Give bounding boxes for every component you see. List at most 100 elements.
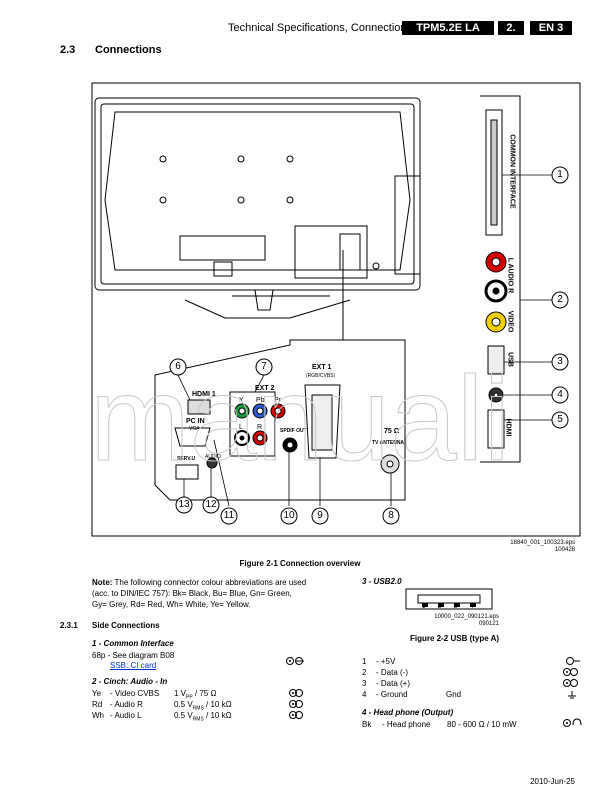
cinch-value: 1 V (174, 689, 187, 698)
subsection-number: 2.3.1 (60, 621, 78, 630)
cinch-unit: / 10 kΩ (203, 700, 232, 709)
label-y: Y (239, 397, 244, 404)
lang-badge: EN 3 (530, 21, 572, 35)
usb-caption: Figure 2-2 USB (type A) (410, 634, 500, 643)
label-hdmi1: HDMI 1 (192, 391, 216, 398)
cinch-value: 0.5 V (174, 700, 193, 709)
usb-row-pin: 2 (362, 668, 367, 677)
usb-signal-icons (563, 657, 580, 699)
label-serv: SERV.U (177, 456, 196, 462)
callout-8: 8 (388, 510, 394, 521)
label-audio-in: AUDIO (205, 454, 221, 460)
callout-6: 6 (175, 361, 181, 372)
usb-heading: 3 - USB2.0 (362, 577, 402, 586)
note-label: Note: (92, 578, 113, 587)
cinch-sub: RMS (192, 705, 204, 712)
usb-row: 2- Data (-) (362, 667, 562, 678)
label-spdif: SPDIF OUT (280, 428, 307, 434)
tv-rear-view (94, 97, 421, 319)
figure1-eps: 18840_001_100323.eps (510, 540, 575, 546)
callout-5: 5 (557, 414, 563, 425)
chapter-badge: 2. (498, 21, 524, 35)
label-ext1-sub: (RGB/CVBS) (306, 373, 336, 379)
callout-7: 7 (261, 361, 267, 372)
callout-12: 12 (205, 499, 217, 510)
bidirectional-icon (286, 657, 304, 665)
callout-10: 10 (283, 510, 295, 521)
leader-lines (177, 174, 552, 507)
callout-3: 3 (557, 356, 563, 367)
subsection-title: Side Connections (92, 621, 160, 630)
label-vga: VGA (189, 426, 200, 432)
headphone-heading: 4 - Head phone (Output) (362, 708, 454, 717)
cinch-value: 0.5 V (174, 711, 193, 720)
usb-row-name: - Ground (376, 690, 408, 699)
label-common-interface: COMMON INTERFACE (508, 134, 516, 209)
callout-4: 4 (557, 389, 563, 400)
label-ext1: EXT 1 (312, 364, 332, 371)
ci-heading: 1 - Common Interface (92, 639, 174, 648)
cinch-row: Rd - Audio R 0.5 VRMS / 10 kΩ (92, 699, 312, 712)
usb-diagram (405, 588, 493, 610)
cinch-sub: PP (186, 694, 193, 701)
usb-row-name: - Data (+) (376, 679, 411, 688)
note-text-2: (acc. to DIN/IEC 757): Bk= Black, Bu= Bl… (92, 589, 292, 598)
headphone-value: 80 - 600 Ω / 10 mW (447, 720, 517, 729)
side-connector-strip (480, 95, 521, 463)
model-badge: TPM5.2E LA (402, 21, 494, 35)
label-pc-in: PC IN (186, 418, 205, 425)
note: Note: The following connector colour abb… (92, 577, 342, 610)
usb-row-pin: 3 (362, 679, 367, 688)
label-pb: Pb (256, 397, 265, 404)
callout-11: 11 (223, 510, 235, 521)
figure1-date: 100428 (554, 547, 575, 553)
ci-link[interactable]: SSB: CI card (110, 661, 157, 670)
label-r: R (257, 424, 263, 431)
cinch-name: - Video CVBS (110, 689, 160, 698)
callout-9: 9 (317, 510, 323, 521)
label-video: VIDEO (506, 310, 514, 333)
cinch-name: - Audio R (110, 700, 143, 709)
label-ext2: EXT 2 (255, 385, 275, 392)
ci-line: 68p - See diagram B08 (92, 651, 175, 660)
cinch-code: Wh (92, 711, 104, 720)
cinch-sub: RMS (192, 716, 204, 723)
callout-circles (169, 166, 569, 525)
connection-panel (154, 250, 406, 501)
usb-row-pin: 1 (362, 657, 367, 666)
usb-row-pin: 4 (362, 690, 367, 699)
callout-13: 13 (178, 499, 190, 510)
label-l: L (239, 424, 243, 431)
callout-1: 1 (557, 169, 563, 180)
usb-eps: 10000_022_090121.eps (434, 614, 499, 620)
cinch-heading: 2 - Cinch: Audio - In (92, 677, 168, 686)
watermark: manuali (89, 352, 510, 487)
section-number: 2.3 (60, 44, 76, 56)
usb-pin-2: 2 (438, 604, 442, 610)
usb-date: 090121 (478, 621, 499, 627)
headphone-code: Bk (362, 720, 372, 729)
cinch-name: - Audio L (110, 711, 142, 720)
usb-row: 3 - Data (+) (362, 678, 562, 689)
note-text-3: Gy= Grey, Rd= Red, Wh= White, Ye= Yellow… (92, 600, 251, 609)
watermark-text: manuali (90, 352, 510, 486)
usb-pin-4: 4 (470, 604, 474, 610)
usb-row: 1- +5V (362, 656, 562, 667)
callout-2: 2 (557, 294, 563, 305)
usb-pin-list: 1- +5V 2- Data (-) 3 - Data (+) 4 - Ground… (362, 656, 562, 700)
headphone-icon (563, 718, 582, 727)
section-title: Connections (95, 44, 162, 56)
note-text-1: The following connector colour abbreviat… (112, 578, 307, 587)
label-75ohm: 75 Ω (384, 428, 400, 435)
cinch-code: Rd (92, 700, 103, 709)
label-pr: Pr (274, 397, 281, 404)
usb-pin-1: 1 (422, 604, 426, 610)
footer-date: 2010-Jun-25 (530, 777, 575, 786)
cinch-code: Ye (92, 689, 102, 698)
input-jack-icons (289, 689, 303, 719)
